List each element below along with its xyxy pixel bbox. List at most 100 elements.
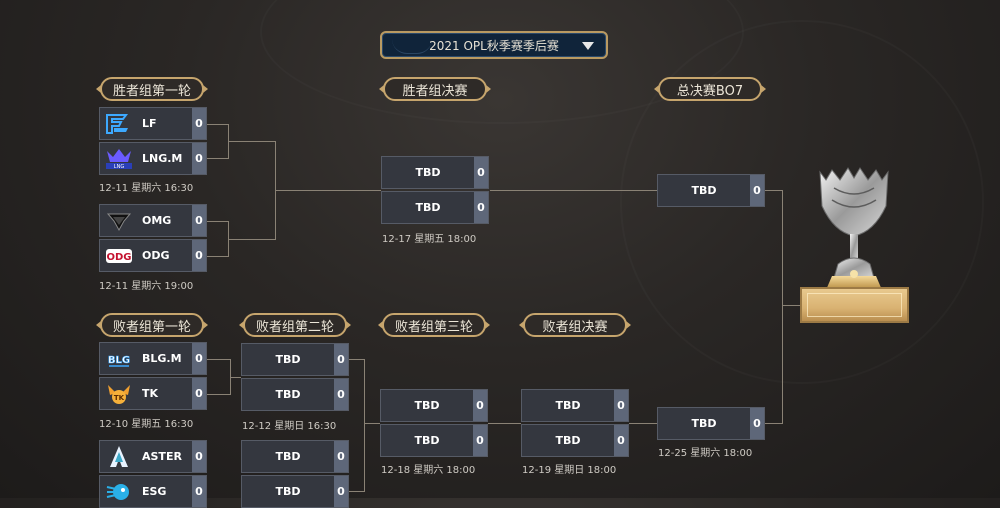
team-score: 0 <box>474 157 488 188</box>
team-name: TBD <box>275 353 301 366</box>
stage-label-losers-r3: 败者组第三轮 <box>378 313 490 337</box>
team-score: 0 <box>750 175 764 206</box>
lng-logo-icon: LNG <box>106 149 132 170</box>
blg-logo-icon: BLG <box>108 355 130 367</box>
team-score: 0 <box>614 425 628 456</box>
team-score: 0 <box>750 408 764 439</box>
bracket-connector <box>207 359 231 360</box>
match-slot-tbd[interactable]: TBD 0 <box>241 475 349 508</box>
team-slot-lf[interactable]: LF 0 <box>99 107 207 140</box>
team-name: TBD <box>414 399 440 412</box>
match-date: 12-19 星期日 18:00 <box>522 465 617 476</box>
stage-label-winners-r1: 胜者组第一轮 <box>96 77 208 101</box>
match-date: 12-11 星期六 19:00 <box>99 281 194 292</box>
season-selector-dropdown[interactable]: 2021 OPL秋季赛季后赛 <box>380 31 608 59</box>
bracket-connector <box>207 158 229 159</box>
bracket-connector <box>275 190 381 191</box>
team-name: TBD <box>555 434 581 447</box>
team-name: LF <box>142 117 157 130</box>
match-slot-tbd[interactable]: TBD 0 <box>521 389 629 422</box>
team-score: 0 <box>474 192 488 223</box>
team-name: ODG <box>142 249 170 262</box>
bracket-connector <box>782 305 800 306</box>
bracket-connector <box>364 423 380 424</box>
team-score: 0 <box>192 476 206 507</box>
team-score: 0 <box>192 108 206 139</box>
svg-text:BLG: BLG <box>108 355 130 366</box>
esg-logo-icon <box>106 484 129 500</box>
svg-text:LNG: LNG <box>114 164 125 170</box>
team-score: 0 <box>473 425 487 456</box>
match-date: 12-11 星期六 16:30 <box>99 183 194 194</box>
bracket-connector <box>228 141 276 142</box>
bracket-connector <box>349 359 365 360</box>
team-score: 0 <box>192 205 206 236</box>
stage-label-winners-final: 胜者组决赛 <box>379 77 491 101</box>
team-name: TK <box>142 387 159 400</box>
team-slot-esg[interactable]: ESG 0 <box>99 475 207 508</box>
team-slot-odg[interactable]: ODG ODG 0 <box>99 239 207 272</box>
title-ornament <box>392 39 432 54</box>
team-slot-aster[interactable]: ASTER 0 <box>99 440 207 473</box>
team-score: 0 <box>334 379 348 410</box>
champion-plate <box>800 287 909 323</box>
bracket-connector <box>207 221 229 222</box>
team-name: TBD <box>691 417 717 430</box>
bracket-connector <box>490 190 657 191</box>
match-date: 12-12 星期日 16:30 <box>242 421 337 432</box>
match-slot-tbd[interactable]: TBD 0 <box>380 424 488 457</box>
svg-text:TK: TK <box>114 394 125 402</box>
bracket-connector <box>364 359 365 492</box>
match-slot-tbd[interactable]: TBD 0 <box>380 389 488 422</box>
bracket-connector <box>765 190 783 191</box>
bracket-connector <box>629 423 657 424</box>
team-name: TBD <box>275 388 301 401</box>
team-name: TBD <box>415 166 441 179</box>
stage-label-losers-final: 败者组决赛 <box>519 313 631 337</box>
tk-logo-icon: TK <box>108 385 130 404</box>
match-date: 12-25 星期六 18:00 <box>658 448 753 459</box>
match-slot-tbd[interactable]: TBD 0 <box>657 174 765 207</box>
bracket-connector <box>230 377 241 378</box>
match-slot-tbd[interactable]: TBD 0 <box>521 424 629 457</box>
match-slot-tbd[interactable]: TBD 0 <box>241 343 349 376</box>
team-name: ASTER <box>142 450 182 463</box>
team-name: LNG.M <box>142 152 183 165</box>
team-slot-blg-m[interactable]: BLG BLG.M 0 <box>99 342 207 375</box>
team-slot-tk[interactable]: TK TK 0 <box>99 377 207 410</box>
team-name: TBD <box>691 184 717 197</box>
team-name: TBD <box>275 485 301 498</box>
bracket-connector <box>207 124 229 125</box>
chevron-down-icon <box>582 42 594 50</box>
aster-logo-icon <box>110 446 128 467</box>
bracket-connector <box>207 394 231 395</box>
team-score: 0 <box>192 441 206 472</box>
bracket-connector <box>488 423 521 424</box>
team-slot-omg[interactable]: OMG 0 <box>99 204 207 237</box>
team-score: 0 <box>334 441 348 472</box>
stage-label-losers-r1: 败者组第一轮 <box>96 313 208 337</box>
team-name: BLG.M <box>142 352 182 365</box>
team-score: 0 <box>192 378 206 409</box>
omg-logo-icon <box>106 213 132 232</box>
team-name: TBD <box>414 434 440 447</box>
match-slot-tbd[interactable]: TBD 0 <box>381 156 489 189</box>
team-score: 0 <box>614 390 628 421</box>
stage-label-grand-final: 总决赛BO7 <box>654 77 766 101</box>
team-score: 0 <box>334 344 348 375</box>
team-score: 0 <box>192 240 206 271</box>
bracket-connector <box>207 256 229 257</box>
bracket-connector <box>765 423 783 424</box>
match-slot-tbd[interactable]: TBD 0 <box>381 191 489 224</box>
team-slot-lng-m[interactable]: LNG LNG.M 0 <box>99 142 207 175</box>
trophy-icon <box>819 167 889 290</box>
match-slot-tbd[interactable]: TBD 0 <box>241 440 349 473</box>
odg-logo-icon: ODG <box>106 249 132 263</box>
match-slot-tbd[interactable]: TBD 0 <box>657 407 765 440</box>
bracket-connector <box>228 239 276 240</box>
team-name: OMG <box>142 214 172 227</box>
team-score: 0 <box>334 476 348 507</box>
match-slot-tbd[interactable]: TBD 0 <box>241 378 349 411</box>
lf-logo-icon <box>106 114 128 134</box>
team-score: 0 <box>192 143 206 174</box>
